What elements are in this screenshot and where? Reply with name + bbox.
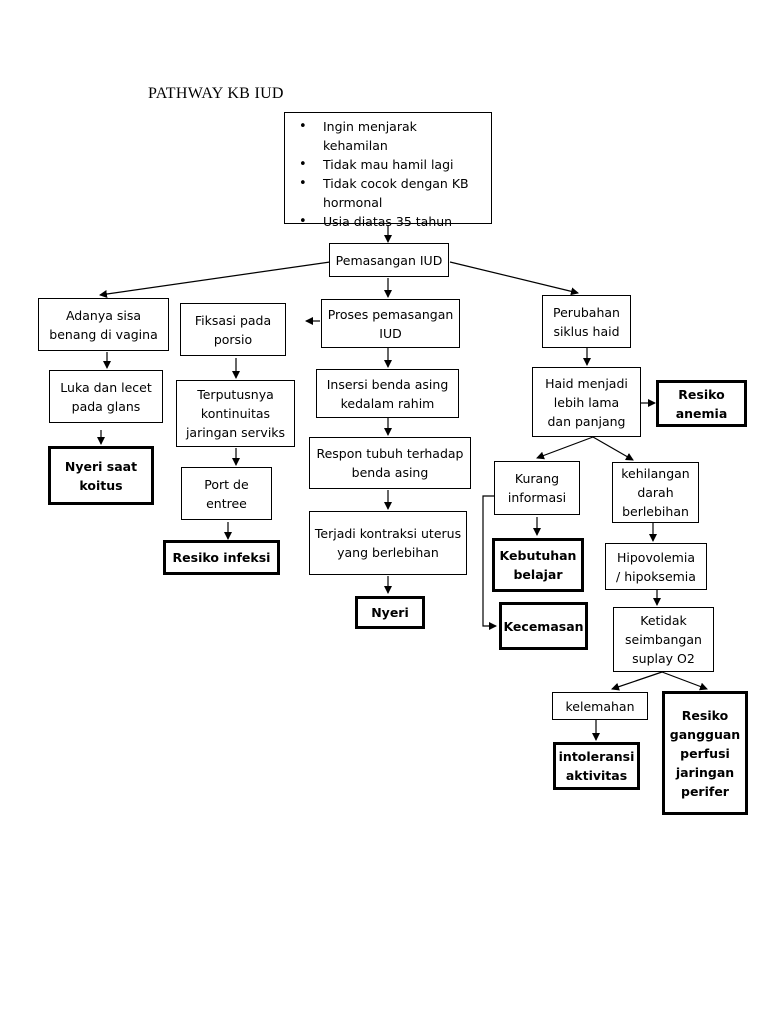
node-resiko-perfusi: Resiko gangguan perfusi jaringan perifer [662, 691, 748, 815]
node-intoleransi-aktivitas: intoleransi aktivitas [553, 742, 640, 790]
node-kelemahan: kelemahan [552, 692, 648, 720]
node-fiksasi-porsio: Fiksasi pada porsio [180, 303, 286, 356]
node-sisa-benang: Adanya sisa benang di vagina [38, 298, 169, 351]
edge-arrow [482, 495, 497, 630]
node-kontraksi: Terjadi kontraksi uterus yang berlebihan [309, 511, 467, 575]
node-perubahan-siklus: Perubahan siklus haid [542, 295, 631, 348]
node-kebutuhan-belajar: Kebutuhan belajar [492, 538, 584, 592]
edge-arrow [449, 261, 579, 296]
indications-box: Ingin menjarak kehamilan Tidak mau hamil… [284, 112, 492, 231]
node-port-de-entree: Port de entree [181, 467, 272, 520]
node-haid-lama: Haid menjadi lebih lama dan panjang [532, 367, 641, 437]
node-respon-tubuh: Respon tubuh terhadap benda asing [309, 437, 471, 489]
edge-arrow [536, 436, 594, 460]
node-kehilangan-darah: kehilangan darah berlebihan [612, 462, 699, 523]
indication-item: Tidak mau hamil lagi [299, 155, 485, 174]
diagram-title: PATHWAY KB IUD [148, 85, 284, 102]
indication-item: Ingin menjarak kehamilan [299, 117, 485, 155]
node-luka-lecet: Luka dan lecet pada glans [49, 370, 163, 423]
node-insersi: Insersi benda asing kedalam rahim [316, 369, 459, 418]
edge-arrow [661, 671, 708, 691]
node-resiko-infeksi: Resiko infeksi [163, 540, 280, 575]
node-kecemasan: Kecemasan [499, 602, 588, 650]
node-hipovolemia: Hipovolemia / hipoksemia [605, 543, 707, 590]
edge-arrow [592, 436, 634, 461]
indication-item: Usia diatas 35 tahun [299, 212, 485, 231]
indication-item: Tidak cocok dengan KB hormonal [299, 174, 485, 212]
node-nyeri-koitus: Nyeri saat koitus [48, 446, 154, 505]
node-kurang-informasi: Kurang informasi [494, 461, 580, 515]
node-nyeri: Nyeri [355, 596, 425, 629]
node-proses-pemasangan: Proses pemasangan IUD [321, 299, 460, 348]
node-ketidak-seimbangan: Ketidak seimbangan suplay O2 [613, 607, 714, 672]
node-terputusnya: Terputusnya kontinuitas jaringan serviks [176, 380, 295, 447]
node-resiko-anemia: Resiko anemia [656, 380, 747, 427]
edge-arrow [611, 671, 663, 691]
node-pemasangan-iud: Pemasangan IUD [329, 243, 449, 277]
edge-arrow [99, 261, 331, 298]
